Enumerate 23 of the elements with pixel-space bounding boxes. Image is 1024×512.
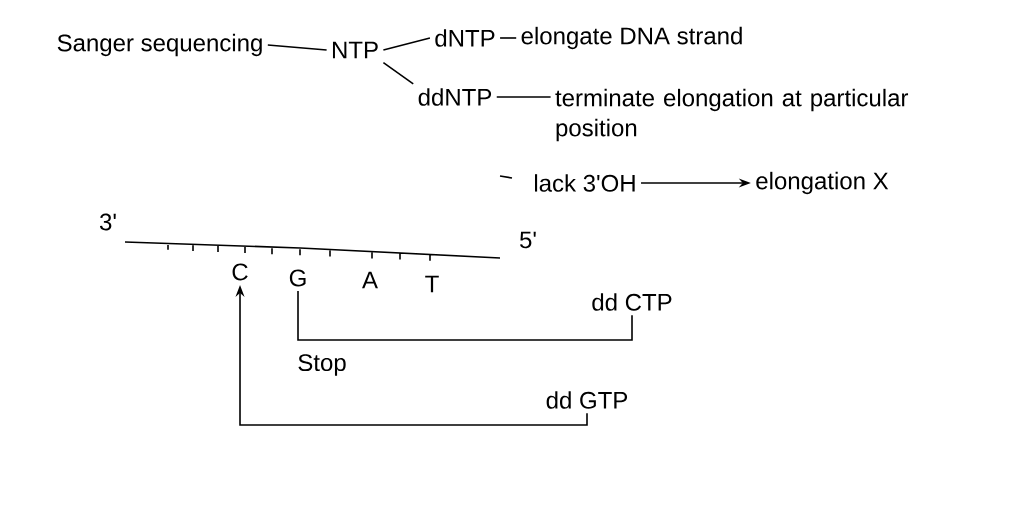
base-letter: T (425, 275, 439, 293)
note-text: lack 3'OH (535, 174, 635, 192)
note-text: ddNTP (418, 88, 492, 106)
strand-end-label: 3' (99, 213, 116, 231)
connector-line (382, 61, 415, 85)
connector-line (297, 290, 633, 341)
note-text: dNTP (435, 29, 495, 47)
connector-line (495, 96, 552, 98)
base-letter: G (289, 269, 306, 287)
topic-text: Sanger sequencing (57, 33, 262, 57)
note-text: terminate elongation at particular position (555, 88, 909, 142)
connector-line (382, 37, 431, 51)
base-letter: A (362, 271, 378, 289)
connector-line (267, 44, 328, 51)
note-text: Stop (298, 354, 346, 376)
connector-line (499, 37, 517, 39)
base-letter: C (232, 263, 248, 281)
note-text: elongate DNA strand (521, 26, 742, 50)
note-text: elongation X (756, 171, 889, 195)
note-text: NTP (333, 41, 378, 59)
nucleotide-text: dd GTP (546, 391, 628, 409)
nucleotide-text: dd CTP (592, 293, 672, 311)
strand-end-label: 5' (520, 231, 536, 249)
